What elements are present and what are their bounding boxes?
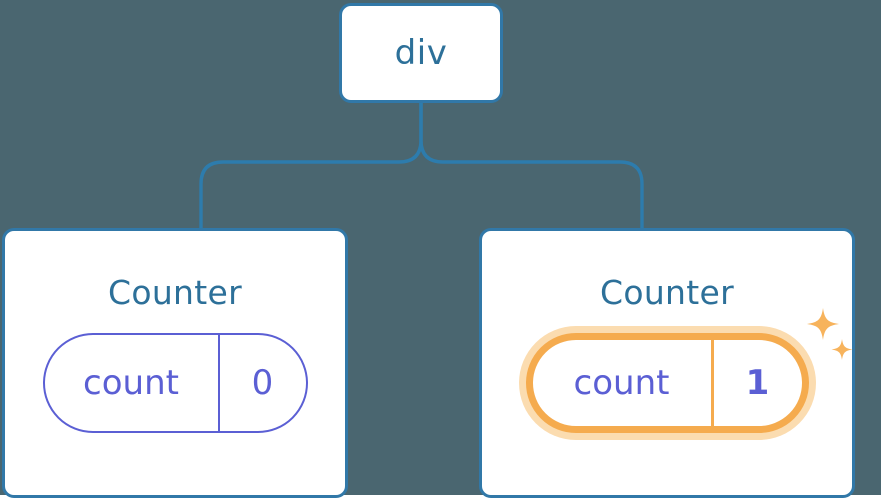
node-counter-left-label: Counter xyxy=(108,273,242,312)
state-pill-left-body[interactable]: count 0 xyxy=(42,333,308,433)
state-pill-left: count 0 xyxy=(42,333,308,433)
state-key-left: count xyxy=(45,335,220,431)
state-value-left: 0 xyxy=(251,363,274,403)
state-key-right: count xyxy=(533,340,714,426)
node-div[interactable]: div xyxy=(339,3,503,103)
connector-root-to-left-child xyxy=(199,101,423,230)
connector-root-to-right-child xyxy=(419,101,644,230)
state-value-right: 1 xyxy=(745,363,770,403)
state-pill-right-body[interactable]: count 1 xyxy=(525,333,809,433)
sparkle-group xyxy=(806,308,852,360)
node-counter-right[interactable]: Counter count 1 xyxy=(479,228,855,498)
sparkle-large-icon xyxy=(806,308,839,340)
sparkle-small-icon xyxy=(831,339,852,360)
node-counter-right-label: Counter xyxy=(600,273,734,312)
state-pill-right: count 1 xyxy=(525,308,852,433)
node-counter-left[interactable]: Counter count 0 xyxy=(2,228,348,498)
node-div-label: div xyxy=(394,33,448,73)
